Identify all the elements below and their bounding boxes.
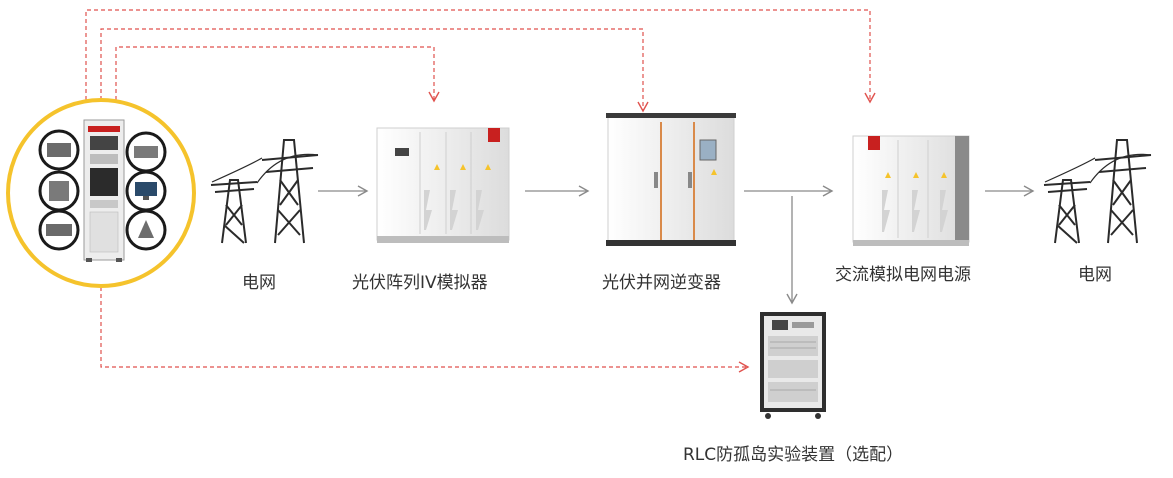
test-rack-icon — [6, 98, 196, 288]
power-tower-icon-left — [210, 139, 319, 244]
label-grid-left: 电网 — [242, 273, 276, 293]
device-bubble-1 — [38, 129, 80, 171]
label-pv-simulator: 光伏阵列IV模拟器 — [352, 273, 488, 293]
rlc-device-cabinet — [760, 312, 826, 419]
device-bubble-4 — [125, 131, 167, 173]
label-rlc-device: RLC防孤岛实验装置（选配） — [683, 445, 904, 465]
pv-simulator-cabinet — [376, 127, 510, 243]
control-line-to-inverter — [100, 28, 649, 113]
ac-grid-source-cabinet — [852, 135, 970, 246]
flow-arrows — [318, 185, 1035, 305]
label-ac-grid-source: 交流模拟电网电源 — [835, 265, 971, 285]
device-bubble-2 — [38, 170, 80, 212]
control-line-to-rlc — [100, 287, 750, 373]
device-bubble-6 — [125, 209, 167, 251]
label-grid-right: 电网 — [1078, 265, 1112, 285]
device-bubble-5 — [125, 170, 167, 212]
device-bubble-3 — [38, 209, 80, 251]
control-line-to-pv-simulator — [115, 46, 440, 103]
pv-inverter-cabinet — [606, 113, 736, 246]
label-pv-inverter: 光伏并网逆变器 — [602, 273, 721, 293]
control-lines — [85, 9, 876, 373]
control-line-to-ac-source — [85, 9, 876, 104]
power-tower-icon-right — [1043, 139, 1152, 244]
